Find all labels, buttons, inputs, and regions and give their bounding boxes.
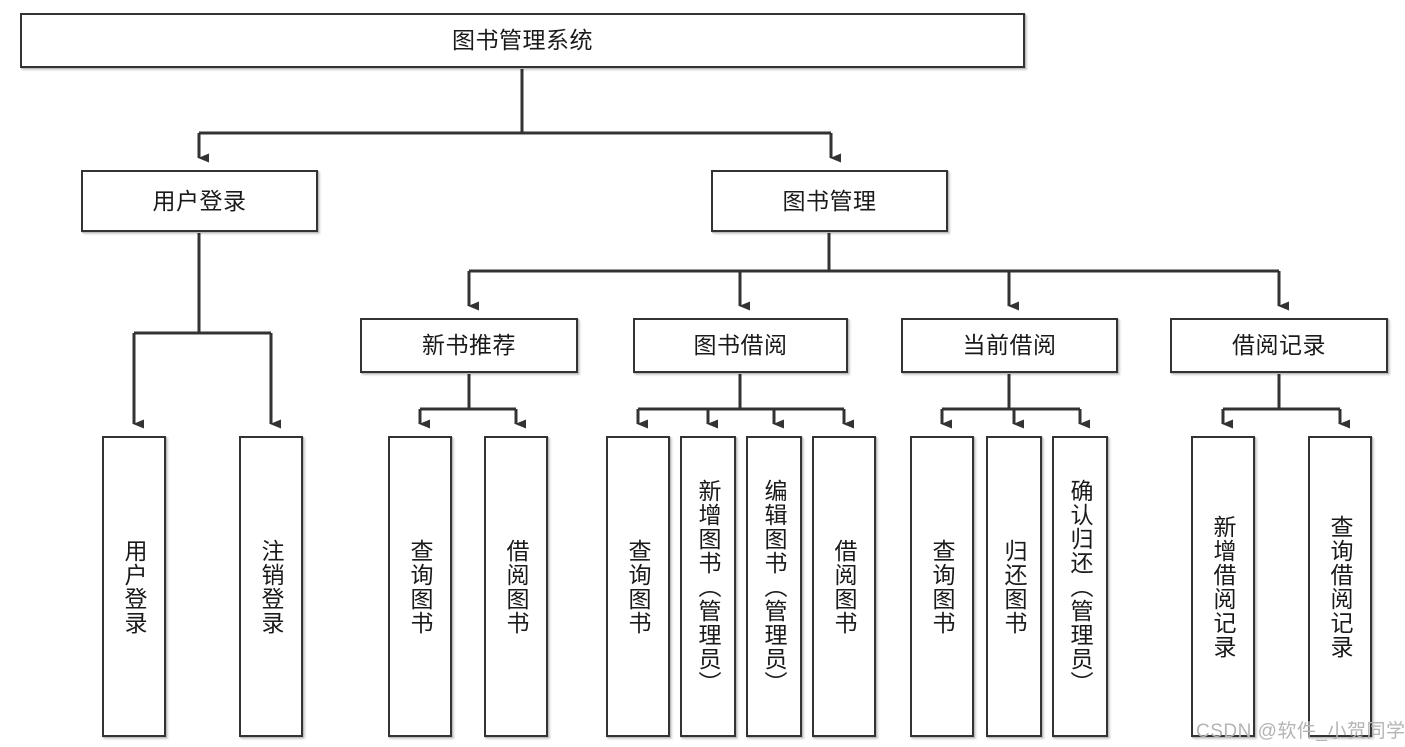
- node-leaf-query-book-2[interactable]: 查询图书: [606, 436, 670, 737]
- node-leaf-query-book-1[interactable]: 查询图书: [388, 436, 452, 737]
- node-leaf-add-book-admin[interactable]: 新增图书（管理员）: [680, 436, 736, 737]
- node-leaf-confirm-return-admin-label: 确认归还（管理员）: [1067, 478, 1094, 695]
- node-book-management[interactable]: 图书管理: [711, 170, 948, 232]
- csdn-watermark: CSDN @软件_小贺同学: [1196, 721, 1405, 742]
- node-leaf-borrow-book-2-label: 借阅图书: [831, 538, 858, 635]
- node-book-borrow[interactable]: 图书借阅: [633, 318, 848, 373]
- node-leaf-logout[interactable]: 注销登录: [239, 436, 303, 737]
- node-current-borrow[interactable]: 当前借阅: [901, 318, 1118, 373]
- node-user-login-label: 用户登录: [152, 187, 247, 214]
- node-leaf-add-book-admin-label: 新增图书（管理员）: [695, 478, 722, 695]
- node-leaf-confirm-return-admin[interactable]: 确认归还（管理员）: [1052, 436, 1108, 737]
- node-current-borrow-label: 当前借阅: [962, 332, 1057, 359]
- node-leaf-add-borrow-record-label: 新增借阅记录: [1210, 514, 1237, 659]
- node-book-borrow-label: 图书借阅: [693, 332, 788, 359]
- node-leaf-add-borrow-record[interactable]: 新增借阅记录: [1191, 436, 1255, 737]
- node-leaf-query-book-3[interactable]: 查询图书: [910, 436, 974, 737]
- node-leaf-borrow-book-2[interactable]: 借阅图书: [812, 436, 876, 737]
- node-leaf-edit-book-admin-label: 编辑图书（管理员）: [761, 478, 788, 695]
- node-root-label: 图书管理系统: [452, 27, 593, 54]
- node-borrow-record[interactable]: 借阅记录: [1170, 318, 1388, 373]
- node-leaf-return-book-label: 归还图书: [1001, 538, 1028, 635]
- node-borrow-record-label: 借阅记录: [1232, 332, 1326, 359]
- node-leaf-user-login-label: 用户登录: [121, 538, 148, 635]
- node-leaf-user-login[interactable]: 用户登录: [102, 436, 166, 737]
- node-leaf-return-book[interactable]: 归还图书: [986, 436, 1042, 737]
- node-leaf-borrow-book-1-label: 借阅图书: [503, 538, 530, 635]
- node-leaf-edit-book-admin[interactable]: 编辑图书（管理员）: [746, 436, 802, 737]
- node-leaf-query-book-1-label: 查询图书: [407, 538, 434, 635]
- node-leaf-logout-label: 注销登录: [258, 538, 285, 635]
- node-new-book-recommend[interactable]: 新书推荐: [360, 318, 578, 373]
- node-root[interactable]: 图书管理系统: [20, 13, 1025, 68]
- node-leaf-query-book-3-label: 查询图书: [929, 538, 956, 635]
- node-leaf-query-borrow-record[interactable]: 查询借阅记录: [1308, 436, 1372, 737]
- node-leaf-query-borrow-record-label: 查询借阅记录: [1327, 514, 1354, 659]
- node-new-book-recommend-label: 新书推荐: [422, 332, 516, 359]
- node-book-management-label: 图书管理: [782, 187, 877, 214]
- node-leaf-query-book-2-label: 查询图书: [625, 538, 652, 635]
- node-leaf-borrow-book-1[interactable]: 借阅图书: [484, 436, 548, 737]
- node-user-login[interactable]: 用户登录: [81, 170, 318, 232]
